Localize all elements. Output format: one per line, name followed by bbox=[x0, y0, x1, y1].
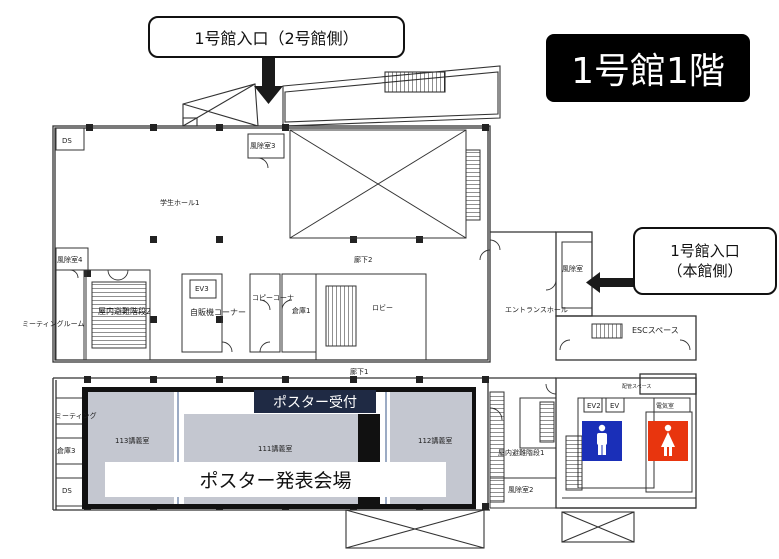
atrium-void bbox=[289, 129, 481, 239]
entrance-2go-label: 1号館入口（2号館側） bbox=[194, 29, 359, 48]
room-stairs2: 屋内避難階段2 bbox=[98, 306, 151, 316]
female-restroom-icon bbox=[648, 421, 688, 461]
room-windbreak4: 風除室4 bbox=[57, 255, 83, 264]
floor-title: 1号館1階 bbox=[546, 34, 750, 102]
room-elec: 電気室 bbox=[656, 402, 674, 410]
doors bbox=[69, 157, 691, 421]
room-stairs1: 屋内避難階段1 bbox=[498, 448, 544, 457]
room-meeting-short: ミーティング bbox=[55, 411, 97, 420]
bottom-roof-structure bbox=[345, 509, 635, 549]
room-meeting-room: ミーティングルーム bbox=[22, 319, 84, 328]
right-core bbox=[561, 241, 696, 499]
room-ds-bottom: DS bbox=[62, 487, 72, 495]
top-roof-structure bbox=[182, 65, 501, 127]
room-windbreak-main: 風除室 bbox=[562, 264, 583, 273]
room-windbreak3: 風除室3 bbox=[250, 141, 275, 150]
room-lobby: ロビー bbox=[372, 303, 393, 312]
room-corridor2: 廊下2 bbox=[354, 255, 372, 264]
arrow-down-icon bbox=[254, 56, 283, 104]
room-112: 112講義室 bbox=[418, 436, 452, 445]
entrance-2go-callout: 1号館入口（2号館側） bbox=[148, 16, 405, 58]
room-ev3: EV3 bbox=[195, 285, 209, 293]
entrance-main-callout: 1号館入口 （本館側） bbox=[633, 227, 777, 295]
poster-reception-text: ポスター受付 bbox=[273, 394, 357, 411]
room-student-hall: 学生ホール1 bbox=[160, 198, 199, 207]
room-ev2: EV2 bbox=[587, 402, 601, 410]
arrow-left-icon bbox=[586, 272, 634, 293]
poster-reception-label: ポスター受付 bbox=[254, 390, 376, 413]
room-vending: 自販機コーナー bbox=[190, 307, 246, 317]
floor-title-text: 1号館1階 bbox=[571, 51, 725, 92]
room-ds-top: DS bbox=[62, 137, 72, 145]
room-windbreak2: 風除室2 bbox=[508, 485, 533, 494]
room-storage1: 倉庫1 bbox=[292, 306, 310, 315]
lecture-rooms-area bbox=[55, 391, 557, 509]
left-rooms bbox=[55, 127, 490, 363]
room-entrance-hall: エントランスホール bbox=[505, 306, 568, 314]
room-copy: コピーコーナ bbox=[252, 294, 294, 302]
room-ev1: EV bbox=[610, 402, 619, 410]
poster-venue-text: ポスター発表会場 bbox=[199, 470, 352, 492]
room-storage3: 倉庫3 bbox=[57, 446, 75, 455]
room-113: 113講義室 bbox=[115, 436, 149, 445]
room-pipe: 配管スペース bbox=[622, 383, 651, 390]
male-restroom-icon bbox=[582, 421, 622, 461]
entrance-main-line1: 1号館入口 bbox=[670, 241, 740, 260]
poster-venue-label: ポスター発表会場 bbox=[105, 462, 446, 497]
room-corridor1: 廊下1 bbox=[350, 367, 368, 376]
room-esc: ESCスペース bbox=[632, 326, 679, 335]
entrance-main-line2: （本館側） bbox=[667, 262, 743, 280]
room-111: 111講義室 bbox=[258, 444, 292, 453]
